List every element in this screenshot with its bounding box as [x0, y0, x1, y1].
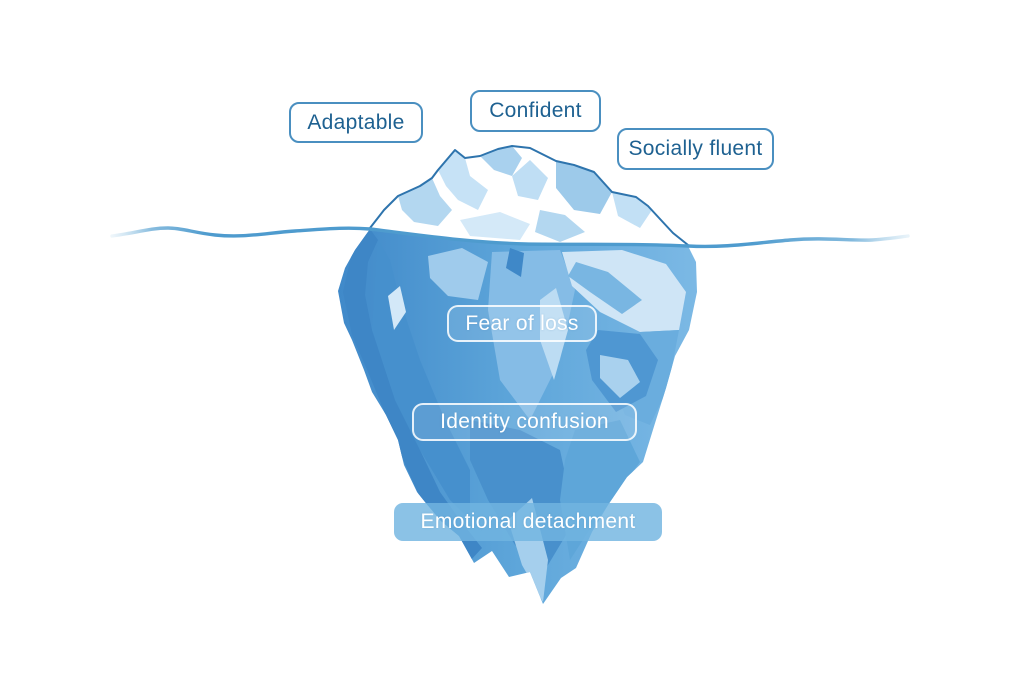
label-socially-fluent-text: Socially fluent: [628, 137, 763, 160]
label-emotional-detachment-text: Emotional detachment: [420, 510, 636, 533]
label-fear-of-loss: Fear of loss: [447, 305, 597, 342]
label-socially-fluent: Socially fluent: [617, 128, 774, 170]
label-adaptable-text: Adaptable: [307, 110, 405, 134]
iceberg-outline: [369, 145, 689, 246]
label-emotional-detachment: Emotional detachment: [394, 503, 662, 541]
iceberg-above-water: [369, 145, 689, 248]
label-fear-of-loss-text: Fear of loss: [465, 311, 579, 335]
label-identity-confusion-text: Identity confusion: [440, 410, 609, 433]
label-confident: Confident: [470, 90, 601, 132]
label-identity-confusion: Identity confusion: [412, 403, 637, 441]
label-adaptable: Adaptable: [289, 102, 423, 143]
iceberg-above-facets: [398, 146, 652, 242]
water-line: [110, 226, 910, 249]
label-confident-text: Confident: [489, 99, 582, 122]
